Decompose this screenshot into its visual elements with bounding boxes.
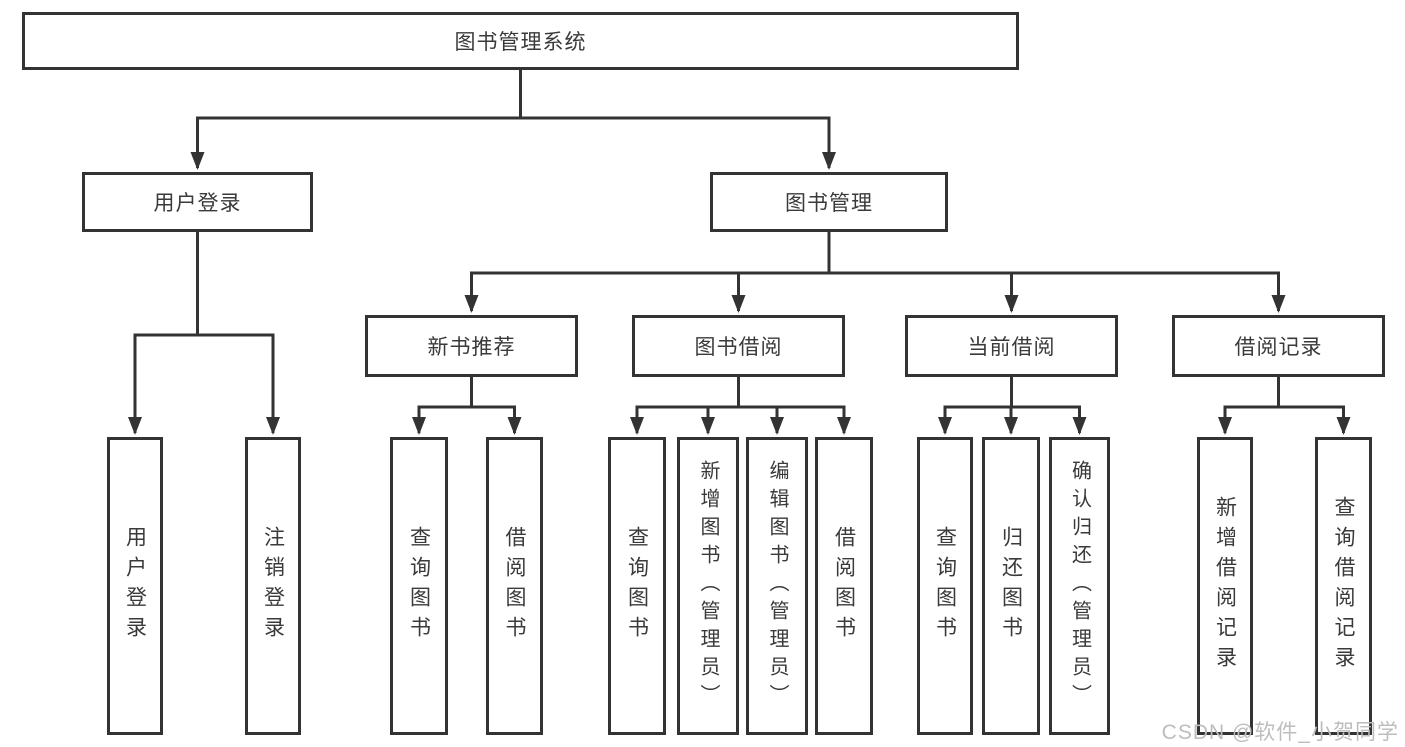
node-label: 注销登录 xyxy=(261,526,285,646)
node-label: 图书借阅 xyxy=(694,336,783,359)
node-label: 用户登录 xyxy=(123,526,147,646)
node-label: 查询图书 xyxy=(933,526,957,646)
leaf-add-books-admin: 新增图书（管理员） xyxy=(677,437,739,735)
node-label: 借阅记录 xyxy=(1234,336,1323,359)
node-label: 新增借阅记录 xyxy=(1213,496,1237,676)
leaf-query-books: 查询图书 xyxy=(608,437,666,735)
leaf-add-borrowing-record: 新增借阅记录 xyxy=(1197,437,1253,735)
node-label: 图书管理系统 xyxy=(454,31,587,54)
node-label: 新增图书（管理员） xyxy=(697,460,719,712)
node-label: 图书管理 xyxy=(785,192,873,215)
node-label: 用户登录 xyxy=(153,192,242,215)
leaf-return-books: 归还图书 xyxy=(982,437,1040,735)
node-book-management-system: 图书管理系统 xyxy=(22,12,1019,70)
node-current-borrowing: 当前借阅 xyxy=(905,315,1118,377)
leaf-query-borrowing-record: 查询借阅记录 xyxy=(1315,437,1372,735)
node-label: 归还图书 xyxy=(999,526,1023,646)
node-user-login: 用户登录 xyxy=(82,172,313,232)
leaf-query-books: 查询图书 xyxy=(390,437,448,735)
leaf-edit-books-admin: 编辑图书（管理员） xyxy=(746,437,808,735)
node-label: 借阅图书 xyxy=(503,526,526,646)
node-label: 查询图书 xyxy=(407,526,431,646)
node-label: 查询图书 xyxy=(625,526,649,646)
leaf-borrow-books: 借阅图书 xyxy=(486,437,543,735)
node-book-management: 图书管理 xyxy=(710,172,948,232)
node-label: 编辑图书（管理员） xyxy=(766,460,788,712)
node-borrowing-records: 借阅记录 xyxy=(1172,315,1385,377)
leaf-borrow-books: 借阅图书 xyxy=(815,437,873,735)
leaf-query-books: 查询图书 xyxy=(917,437,973,735)
leaf-logout: 注销登录 xyxy=(245,437,301,735)
leaf-confirm-return-admin: 确认归还（管理员） xyxy=(1049,437,1110,735)
node-new-book-recommendation: 新书推荐 xyxy=(365,315,578,377)
node-label: 新书推荐 xyxy=(427,336,516,359)
node-label: 查询借阅记录 xyxy=(1332,496,1355,676)
node-label: 确认归还（管理员） xyxy=(1068,460,1091,712)
csdn-watermark: CSDN @软件_小贺同学 xyxy=(1161,721,1399,744)
leaf-user-login: 用户登录 xyxy=(107,437,163,735)
node-book-borrowing: 图书借阅 xyxy=(632,315,845,377)
node-label: 借阅图书 xyxy=(832,526,856,646)
node-label: 当前借阅 xyxy=(967,336,1056,359)
